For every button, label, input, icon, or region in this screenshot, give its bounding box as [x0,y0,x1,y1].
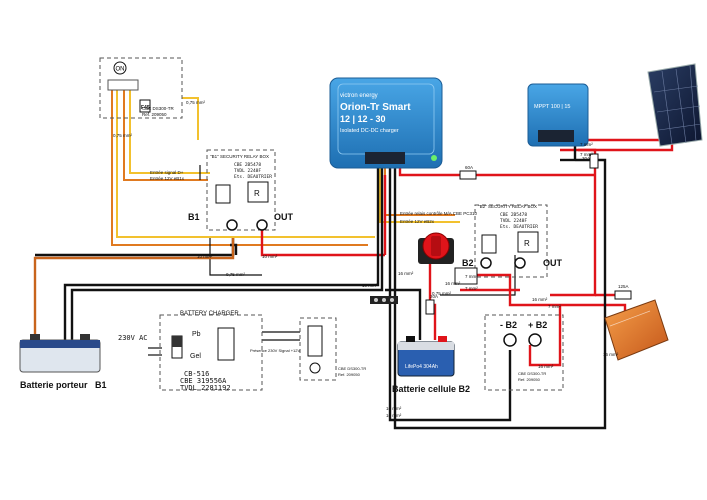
relay-b2-out: OUT [543,258,563,268]
b2-neg-label: - B2 [500,320,517,330]
thin-black-wires [199,165,516,341]
batt-porteur-label: Batterie porteur [20,380,88,390]
w7-c: 7 mm² [465,274,478,279]
relay-b2-r: R [524,239,530,248]
inverter [604,299,669,361]
cbe-right-ref: Ref. 209050 [518,377,541,382]
relay-b2-ref1: CBE 2B5478 [500,212,527,218]
batt-cellule-label: Batterie cellule B2 [392,384,470,394]
mppt-controller [527,83,589,147]
relay-b2-title: "B2" SECURITY RELAY BOX [478,204,537,209]
w075-b: 0,75 mm² [113,133,133,138]
relay-box-b1 [206,149,276,231]
relay-b2-ref2: TVDL 2248F [500,218,527,224]
lifepo-label: LifePo4 304Ah [405,364,438,370]
w16-e: 16 mm² [603,352,619,357]
battery-switch [418,232,478,285]
relay-b1-out: OUT [274,212,294,222]
battery-porteur [19,334,101,373]
orion-model: 12 | 12 - 30 [340,114,386,124]
orion-subtitle: Isolated DC-DC charger [340,128,399,134]
charger-model: CB-516 [184,370,209,378]
fuse-125a: 125A [618,284,629,289]
mppt-title: MPPT 100 | 15 [534,104,571,110]
w10-a: 10 mm² [197,254,213,259]
relay-b1-ref2: TVDL 2248F [234,168,261,174]
cbe-terminal-box [484,314,564,391]
cbe-right: CBE DS300-TR [518,371,546,376]
orion-charger [329,77,443,169]
fuse-20a: 20A [430,294,438,299]
w10-c: 10 mm² [362,283,378,288]
fuse-top: F45 [141,105,150,111]
inline-fuses [425,153,632,315]
relay-b2-label: B2 [462,258,474,268]
cbe-top: CBE DS300-TR [142,106,175,111]
fuse-60a: 60A [465,165,473,170]
w16-c: 16 mm² [532,297,548,302]
relay-b1-ref1: CBE 2B5478 [234,162,261,168]
cbe-top-ref: Ref. 209050 [142,112,167,117]
entree-12v-b1: Entrée 12V eB1x [150,176,185,181]
w10-b: 10 mm² [262,254,278,259]
presence-230: Présence 230V Signal +12V [250,348,300,353]
relay-b2-ref3: Ets. DEAUTRIER [500,224,538,230]
entree-12v-b2: Entrée 12V eB2x [400,219,435,224]
relay-b1-ref3: Ets. DEAUTRIER [234,174,272,180]
relay-b1-r: R [254,189,260,198]
battery-cellule [397,336,455,377]
charger-title: BATTERY CHARGER [180,311,239,317]
battery-charger-box [148,314,263,391]
fuse-30a: 30A [582,156,590,161]
cbe-charger-module [299,317,337,381]
bus-bar [370,296,398,304]
relay-b1-label: B1 [188,212,200,222]
black-wires [35,140,607,430]
solar-panel [647,63,703,147]
entree-signal: Entrée signal D+ [150,170,184,175]
w16-g: 16 mm² [386,413,402,418]
orion-brand: victron energy [340,93,378,99]
wire-size-labels: 0,75 mm² 0,75 mm² 0,75 mm² 0,75 mm² 10 m… [113,100,619,418]
orion-title: Orion-Tr Smart [340,102,411,113]
charger-ref2: TVDL 2281192 [180,384,231,392]
w075-a: 0,75 mm² [186,100,206,105]
b2-pos-label: + B2 [528,320,547,330]
cbe-mid: CBE DS300-TR [338,366,366,371]
w7-e: 7 mm² [548,304,561,309]
charger-ref1: CBE 319556A [180,377,227,385]
w16-f: 16 mm² [386,406,402,411]
batt-porteur-b1: B1 [95,380,107,390]
entree-relais: Entrée relais contrôle M/A CBE PC310 [400,211,478,216]
cbe-mid-ref: Ref. 209050 [338,372,361,377]
relay-b1-title: "B1" SECURITY RELAY BOX [210,154,269,159]
w075-d: 0,75 mm² [432,291,452,296]
w7-a: 7 mm² [580,142,593,147]
w16-a: 16 mm² [398,271,414,276]
w16-b: 16 mm² [445,281,461,286]
charger-ac: 230V AC [118,334,148,342]
charger-pb: Pb [192,331,201,338]
w7-d: 7 mm² [465,286,478,291]
fuse-box-top: ON [99,57,183,119]
charger-gel: Gel [190,353,201,360]
svg-text:ON: ON [116,67,125,73]
w7-b: 7 mm² [580,152,593,157]
orange-wires [33,238,235,340]
w075-c: 0,75 mm² [226,272,246,277]
w16-d: 16 mm² [538,364,554,369]
relay-box-b2 [474,204,548,278]
